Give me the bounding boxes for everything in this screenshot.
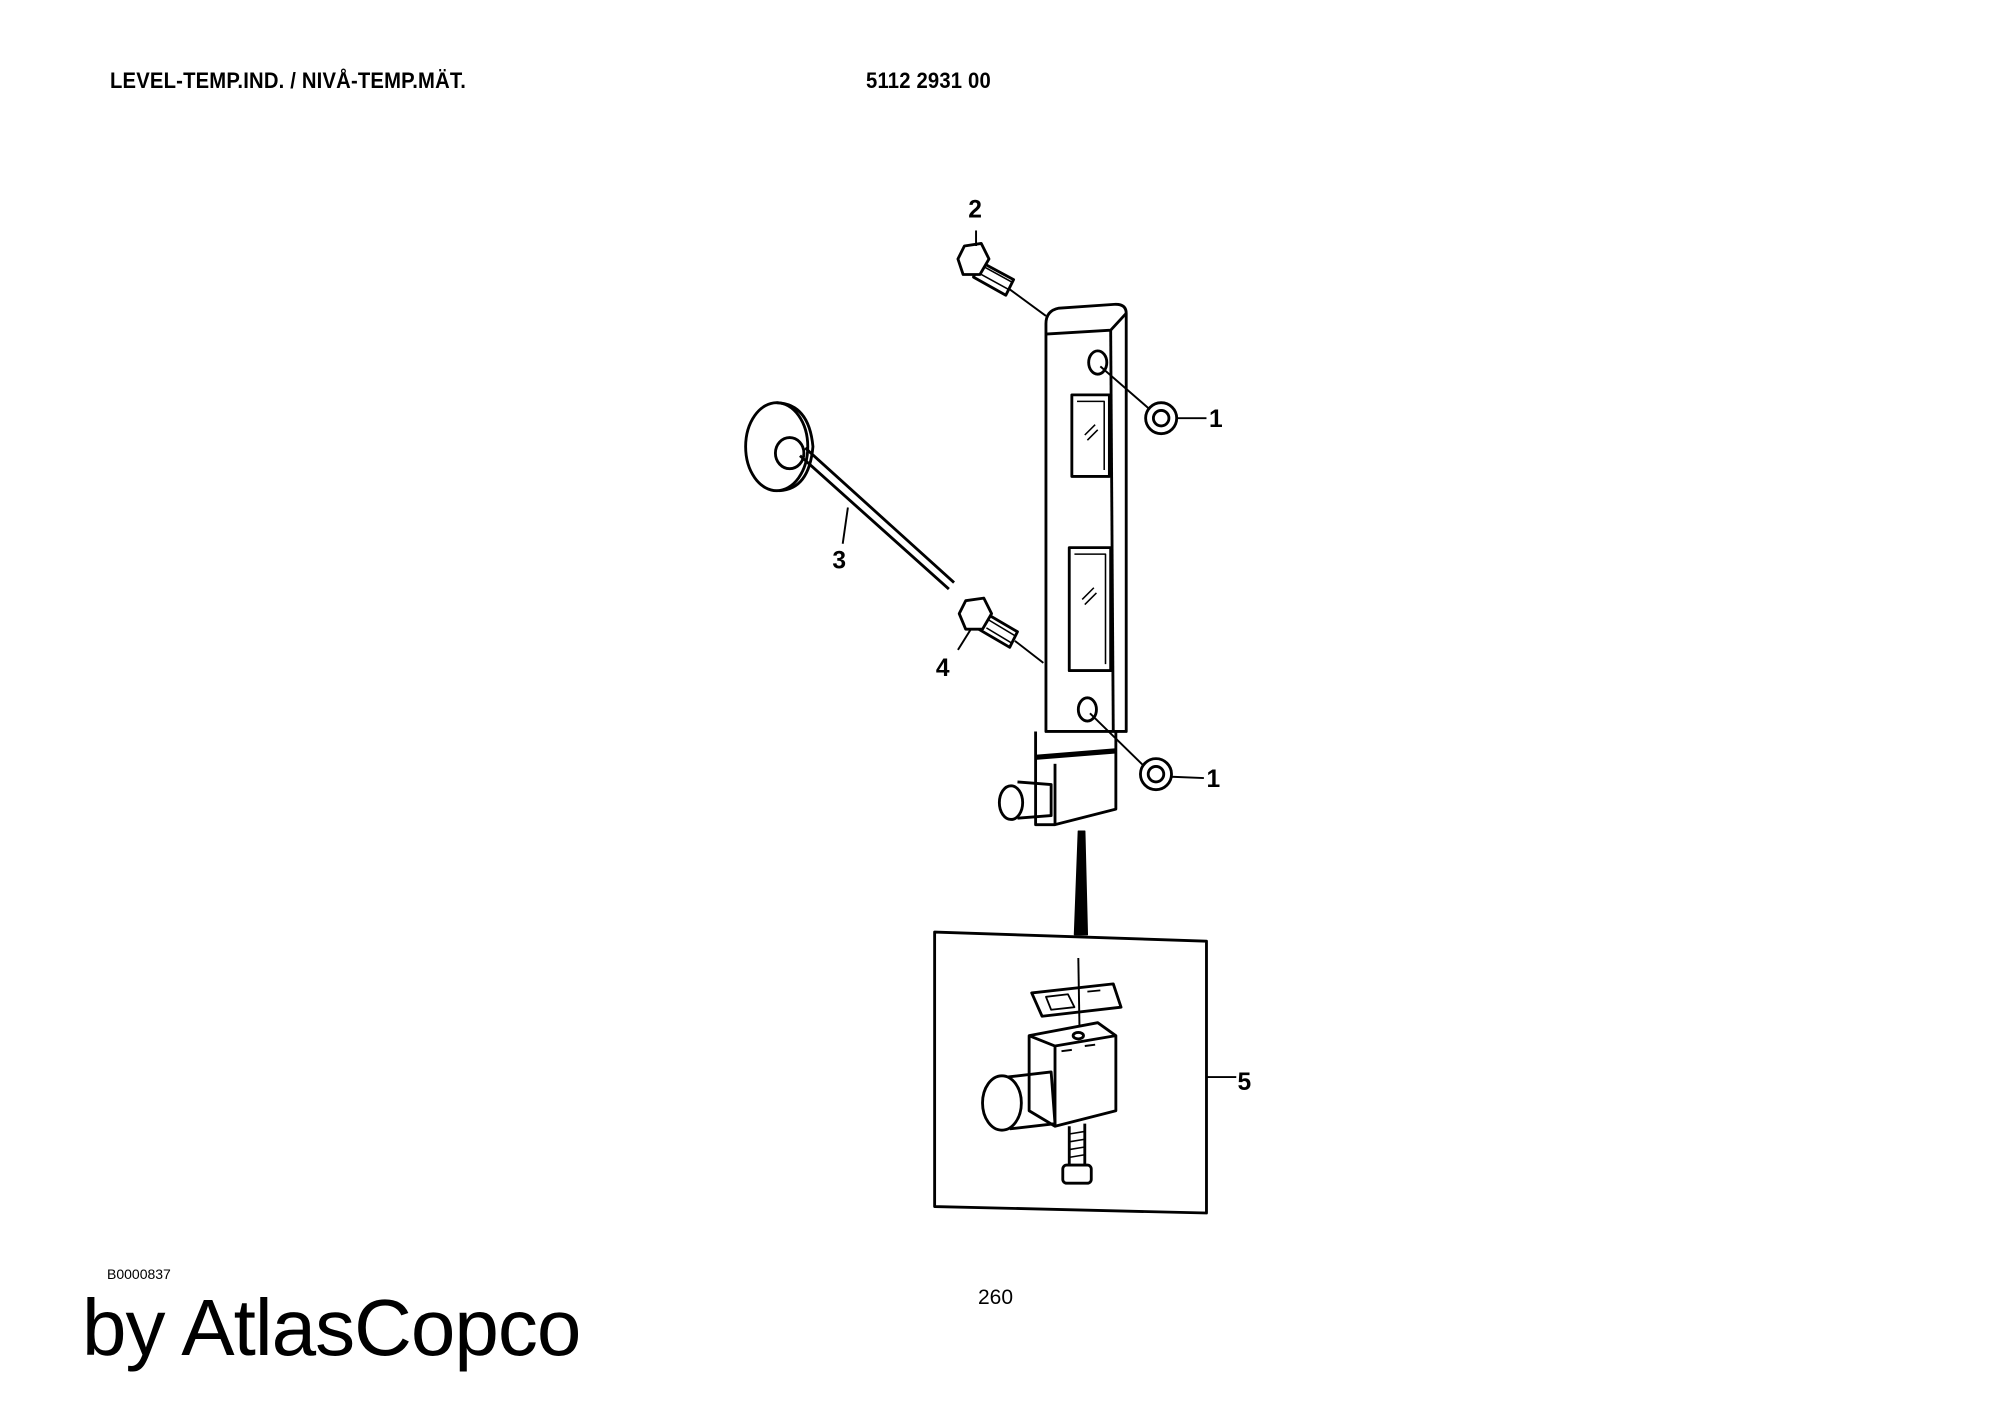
detail-arrow xyxy=(1073,830,1089,936)
detail-inset xyxy=(933,930,1208,1215)
page-title: LEVEL-TEMP.IND. / NIVÅ-TEMP.MÄT. xyxy=(110,68,466,93)
callout-2: 2 xyxy=(968,197,982,224)
nut-lower xyxy=(1089,712,1204,792)
part-number: 5112 2931 00 xyxy=(866,68,991,93)
screw-4 xyxy=(957,596,1044,664)
figure-id: B0000837 xyxy=(107,1266,171,1282)
thermometer-3 xyxy=(744,401,956,591)
screw-2 xyxy=(956,230,1047,317)
brand-label: by AtlasCopco xyxy=(82,1283,581,1372)
level-indicator-body xyxy=(997,302,1128,827)
callout-5: 5 xyxy=(1238,1069,1252,1096)
page-number: 260 xyxy=(978,1286,1014,1309)
callout-1-upper: 1 xyxy=(1209,406,1223,433)
callout-1-lower: 1 xyxy=(1206,766,1220,793)
callout-4: 4 xyxy=(936,655,950,682)
nut-upper xyxy=(1099,365,1207,436)
callout-3: 3 xyxy=(832,547,846,574)
